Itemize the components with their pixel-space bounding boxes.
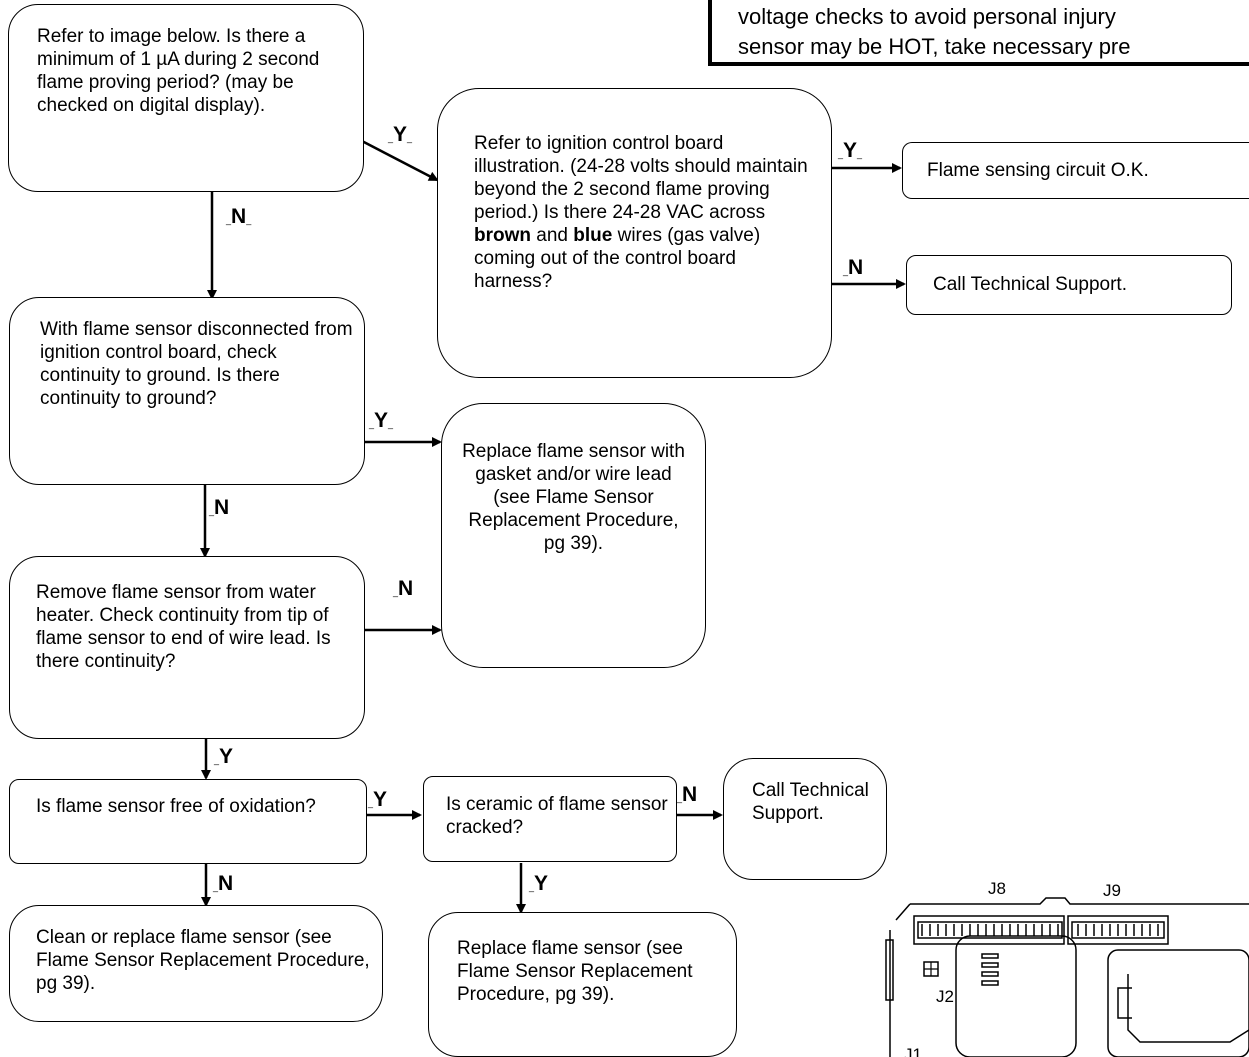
action-replace-sensor-with-gasket: Replace flame sensor with gasket and/or … <box>441 403 706 668</box>
warning-line-2: sensor may be HOT, take necessary pre <box>738 34 1131 59</box>
label-no: _N <box>393 577 414 600</box>
board-label-j9: J9 <box>1103 881 1121 900</box>
result-call-technical-support: Call Technical Support. <box>723 758 887 880</box>
label-yes: _Y_ <box>838 139 863 162</box>
ignition-control-board-illustration: J8 J9 J2 J1 <box>885 879 1249 1057</box>
label-no: _N_ <box>226 205 252 228</box>
question-continuity-to-ground: With flame sensor disconnected from igni… <box>9 297 365 485</box>
label-yes: _Y <box>214 745 234 768</box>
action-replace-flame-sensor: Replace flame sensor (see Flame Sensor R… <box>428 912 737 1057</box>
question-oxidation: Is flame sensor free of oxidation? <box>9 779 367 864</box>
warning-line-1: voltage checks to avoid personal injury <box>738 4 1116 29</box>
label-no: _N <box>843 256 864 279</box>
board-label-j2: J2 <box>936 987 954 1006</box>
arrow-current-yes <box>359 138 439 182</box>
label-yes: _Y_ <box>369 409 394 432</box>
question-minimum-current: Refer to image below. Is there a minimum… <box>8 4 364 192</box>
action-clean-or-replace-sensor: Clean or replace flame sensor (see Flame… <box>9 905 383 1022</box>
question-continuity-tip-to-lead: Remove flame sensor from water heater. C… <box>9 556 365 739</box>
result-call-technical-support: Call Technical Support. <box>906 255 1232 315</box>
question-gas-valve-voltage: Refer to ignition control board illustra… <box>437 88 832 378</box>
board-label-j1: J1 <box>904 1045 922 1057</box>
label-yes: _Y_ <box>388 123 413 146</box>
result-flame-circuit-ok: Flame sensing circuit O.K. <box>902 142 1249 199</box>
label-yes: _Y <box>529 872 549 895</box>
label-no: _N <box>213 872 234 895</box>
j8-connector-pins <box>917 921 1063 939</box>
label-no: _N <box>677 783 698 806</box>
label-no: _N <box>209 496 230 519</box>
board-label-j8: J8 <box>988 879 1006 898</box>
j9-connector-pins <box>1071 921 1165 939</box>
question-ceramic-cracked: Is ceramic of flame sensor cracked? <box>423 776 677 862</box>
warning-banner: voltage checks to avoid personal injury … <box>708 0 1249 66</box>
label-yes: _Y <box>368 788 388 811</box>
